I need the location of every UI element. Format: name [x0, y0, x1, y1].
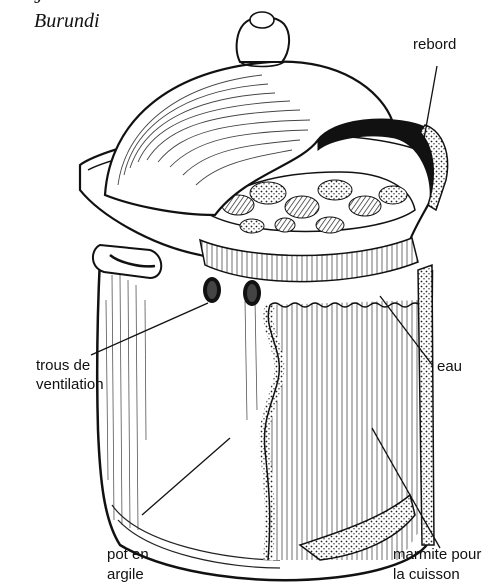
cutaway-inner-pot — [264, 265, 434, 560]
label-inner-line1: marmite pour — [393, 546, 481, 564]
label-rim: rebord — [413, 36, 456, 54]
label-clay-line2: argile — [107, 566, 144, 584]
label-clay-line1: pot en — [107, 546, 149, 564]
label-vent-line2: ventilation — [36, 376, 104, 394]
label-inner-line2: la cuisson — [393, 566, 460, 584]
label-vent-line1: trous de — [36, 357, 90, 375]
label-water: eau — [437, 358, 462, 376]
